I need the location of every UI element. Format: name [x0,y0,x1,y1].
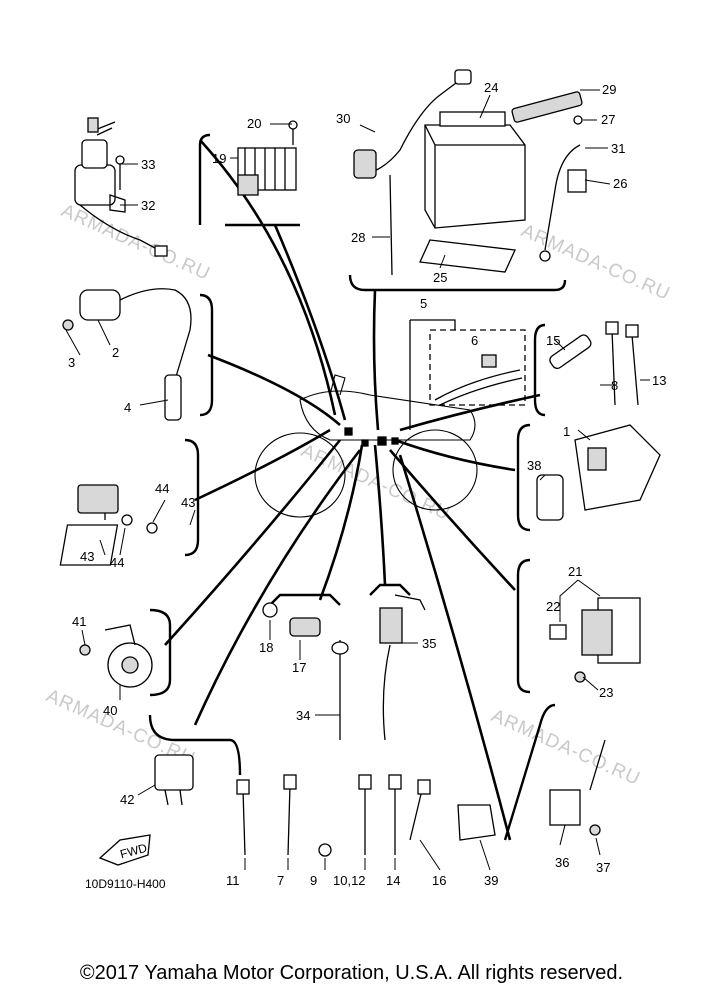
cdi-unit-part [536,424,661,521]
callout-10-12: 10,12 [333,873,366,888]
callout-35: 35 [422,636,436,651]
callout-3: 3 [68,355,75,370]
leader-lines [65,89,650,871]
callout-19: 19 [212,151,226,166]
horn-part [79,624,153,688]
small-parts-right-top [549,321,639,406]
diagram-code: 10D9110-H400 [85,877,166,891]
callout-36: 36 [555,855,569,870]
relay-part [549,597,641,683]
watermark: ARMADA-CO.RU [488,705,643,790]
tail-light-part [59,484,158,566]
vehicle-outline [254,374,478,518]
callout-20: 20 [247,116,261,131]
harness-lines [164,139,541,841]
callout-42: 42 [120,792,134,807]
callout-33: 33 [141,157,155,172]
callout-28: 28 [351,230,365,245]
neutral-switch-part [262,602,349,740]
battery-part [353,69,587,276]
callout-29: 29 [602,82,616,97]
copyright-text: ©2017 Yamaha Motor Corporation, U.S.A. A… [79,962,624,984]
bottom-ties [236,774,496,857]
callout-18: 18 [259,640,273,655]
main-switch-part [74,117,168,257]
callout-11: 11 [226,873,240,888]
callout-22: 22 [546,599,560,614]
callout-26: 26 [613,176,627,191]
callout-44-top: 44 [155,481,169,496]
fwd-label: FWD [119,841,149,862]
flasher-relay-part [154,754,194,806]
callout-16: 16 [432,873,446,888]
callout-43-right: 43 [181,495,195,510]
group-brackets [148,133,567,841]
callout-30: 30 [336,111,350,126]
rectifier-regulator-part [237,120,298,196]
callout-4: 4 [124,400,131,415]
callout-17: 17 [292,660,306,675]
callout-14: 14 [386,873,400,888]
callout-numbers: 1 2 3 4 5 6 7 8 9 10,12 11 13 14 15 16 1… [68,80,666,888]
switch-assy-part [549,739,606,836]
callout-23: 23 [599,685,613,700]
callout-6: 6 [471,333,478,348]
callout-2: 2 [112,345,119,360]
callout-21: 21 [568,564,582,579]
callout-5: 5 [420,296,427,311]
callout-24: 24 [484,80,498,95]
ignition-coil-part [62,288,192,421]
callout-37: 37 [596,860,610,875]
callout-7: 7 [277,873,284,888]
watermark: ARMADA-CO.RU [58,200,213,285]
callout-13: 13 [652,373,666,388]
callout-32: 32 [141,198,155,213]
callout-41: 41 [72,614,86,629]
callout-27: 27 [601,112,615,127]
callout-1: 1 [563,424,570,439]
callout-40: 40 [103,703,117,718]
sensor-part [379,594,426,741]
fwd-arrow-icon: FWD [98,834,151,866]
callout-39: 39 [484,873,498,888]
watermark: ARMADA-CO.RU [518,220,673,305]
callout-34: 34 [296,708,310,723]
callout-43-left: 43 [80,549,94,564]
callout-38: 38 [527,458,541,473]
callout-8: 8 [611,378,618,393]
sub-harness-detail [409,319,526,430]
callout-31: 31 [611,141,625,156]
callout-44-bottom: 44 [110,555,124,570]
callout-15: 15 [546,333,560,348]
callout-9: 9 [310,873,317,888]
callout-25: 25 [433,270,447,285]
